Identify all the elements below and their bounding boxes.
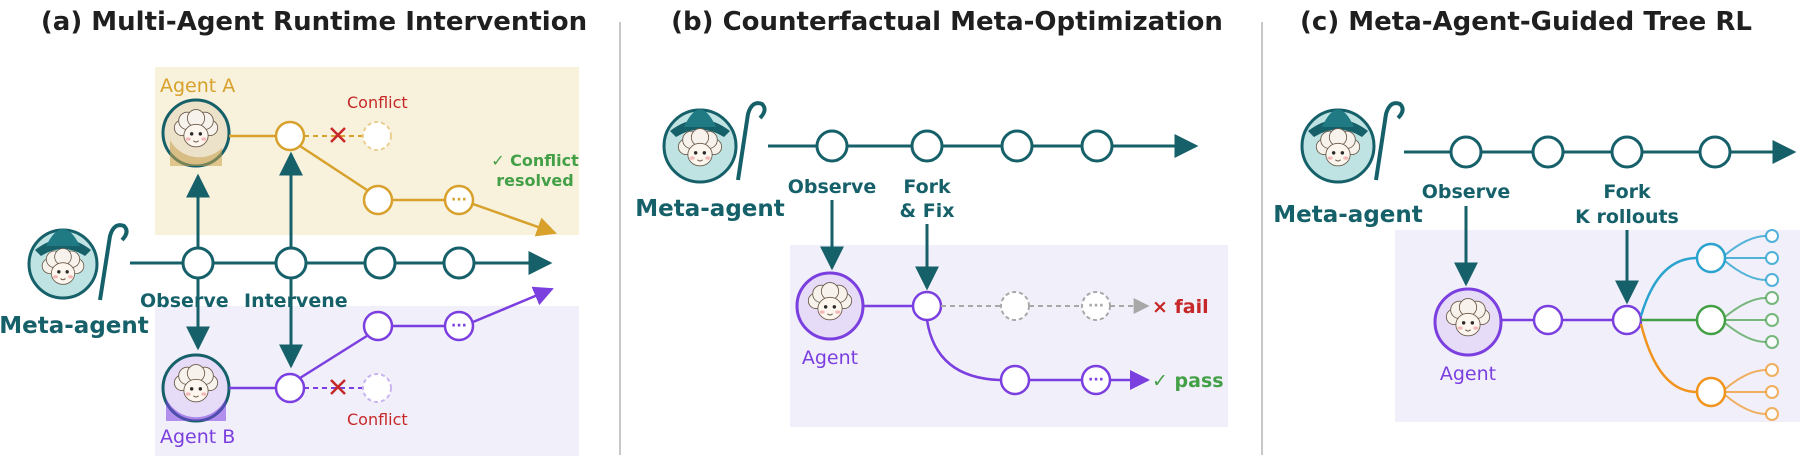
- panel-b-title: (b) Counterfactual Meta-Optimization: [671, 7, 1223, 37]
- fail-label: × fail: [1152, 296, 1209, 318]
- rollout-orange-leaf-1: [1765, 363, 1779, 377]
- panel-a: (a) Multi-Agent Runtime Intervention Age…: [0, 7, 587, 456]
- meta-node-observe: [181, 246, 215, 280]
- panel-c-title: (c) Meta-Agent-Guided Tree RL: [1300, 7, 1752, 37]
- panel-a-title: (a) Multi-Agent Runtime Intervention: [41, 7, 587, 37]
- panel-b: (b) Counterfactual Meta-Optimization Met…: [635, 7, 1228, 427]
- agent-a-conflict-node: [362, 121, 392, 151]
- meta-agent-label-b: Meta-agent: [635, 196, 785, 222]
- agent-label-c: Agent: [1440, 363, 1496, 385]
- meta-node-4: [442, 246, 476, 280]
- rollout-blue-leaf-3: [1765, 273, 1779, 287]
- agent-avatar-c: [1433, 287, 1503, 357]
- meta-node-3: [363, 246, 397, 280]
- rollout-green-leaf-1: [1765, 291, 1779, 305]
- meta-agent-label-a: Meta-agent: [0, 313, 149, 339]
- agent-b-ellipsis-node: [443, 310, 475, 342]
- meta-node-intervene: [274, 246, 308, 280]
- agent-b-label: Agent B: [160, 426, 235, 448]
- meta-agent-avatar-b: [662, 101, 767, 184]
- meta-node-4-c: [1698, 135, 1732, 169]
- agent-fork-node-c: [1611, 304, 1643, 336]
- rollout-green-node: [1695, 304, 1727, 336]
- conflict-resolved-line1: ✓ Conflict: [491, 151, 579, 170]
- observe-label-c: Observe: [1422, 181, 1511, 203]
- meta-node-observe-b: [815, 129, 849, 163]
- agent-a-label: Agent A: [160, 75, 235, 97]
- meta-agent-label-c: Meta-agent: [1273, 202, 1423, 228]
- fork-label-b-line2: & Fix: [900, 200, 955, 222]
- agent-a-avatar: [161, 98, 231, 168]
- agent-a-resolved-node: [362, 184, 394, 216]
- rollout-orange-leaf-3: [1765, 407, 1779, 421]
- meta-node-fork-c: [1610, 135, 1644, 169]
- meta-node-4-b: [1080, 129, 1114, 163]
- agent-b-step-node: [274, 372, 306, 404]
- fail-ellipsis: ···: [1088, 298, 1104, 314]
- pass-label: ✓ pass: [1152, 370, 1224, 392]
- intervene-label-a: Intervene: [244, 290, 348, 312]
- fail-node-1: [1000, 291, 1030, 321]
- agent-b-ellipsis: ···: [451, 318, 467, 334]
- agent-b-conflict-node: [362, 373, 392, 403]
- meta-node-2-c: [1531, 135, 1565, 169]
- agent-b-resolved-node: [362, 310, 394, 342]
- agent-a-step-node: [274, 120, 306, 152]
- panel-c: (c) Meta-Agent-Guided Tree RL Meta-agent…: [1273, 7, 1800, 422]
- rollout-blue-node: [1695, 242, 1727, 274]
- agent-b-conflict-x-icon: [330, 379, 346, 395]
- observe-label-b: Observe: [788, 176, 877, 198]
- agent-a-conflict-x-icon: [330, 127, 346, 143]
- agent-a-ellipsis-node: [443, 184, 475, 216]
- conflict-resolved-line2: resolved: [496, 171, 573, 190]
- pass-ellipsis: ···: [1088, 372, 1104, 388]
- meta-agent-avatar-a: [27, 223, 129, 301]
- fork-label-c-line1: Fork: [1603, 181, 1651, 203]
- meta-agent-avatar-c: [1300, 101, 1405, 184]
- fork-label-b-line1: Fork: [903, 176, 951, 198]
- agent-region-b: [790, 245, 1228, 427]
- agent-b-avatar: [161, 353, 231, 423]
- agent-a-conflict-label: Conflict: [347, 93, 408, 112]
- rollout-blue-leaf-2: [1765, 251, 1779, 265]
- meta-node-3-b: [1000, 129, 1034, 163]
- agent-avatar-b: [795, 271, 865, 341]
- agent-b-conflict-label: Conflict: [347, 410, 408, 429]
- fork-label-c-line2: K rollouts: [1575, 206, 1679, 228]
- observe-label-a: Observe: [140, 290, 229, 312]
- pass-node-1: [999, 364, 1031, 396]
- agent-a-ellipsis: ···: [451, 192, 467, 208]
- agent-label-b: Agent: [802, 347, 858, 369]
- rollout-orange-leaf-2: [1765, 385, 1779, 399]
- meta-node-fork-b: [910, 129, 944, 163]
- agent-step-node-c: [1532, 304, 1564, 336]
- meta-node-observe-c: [1449, 135, 1483, 169]
- rollout-orange-node: [1695, 376, 1727, 408]
- rollout-blue-leaf-1: [1765, 229, 1779, 243]
- fork-node-b: [911, 290, 943, 322]
- rollout-green-leaf-2: [1765, 313, 1779, 327]
- rollout-green-leaf-3: [1765, 335, 1779, 349]
